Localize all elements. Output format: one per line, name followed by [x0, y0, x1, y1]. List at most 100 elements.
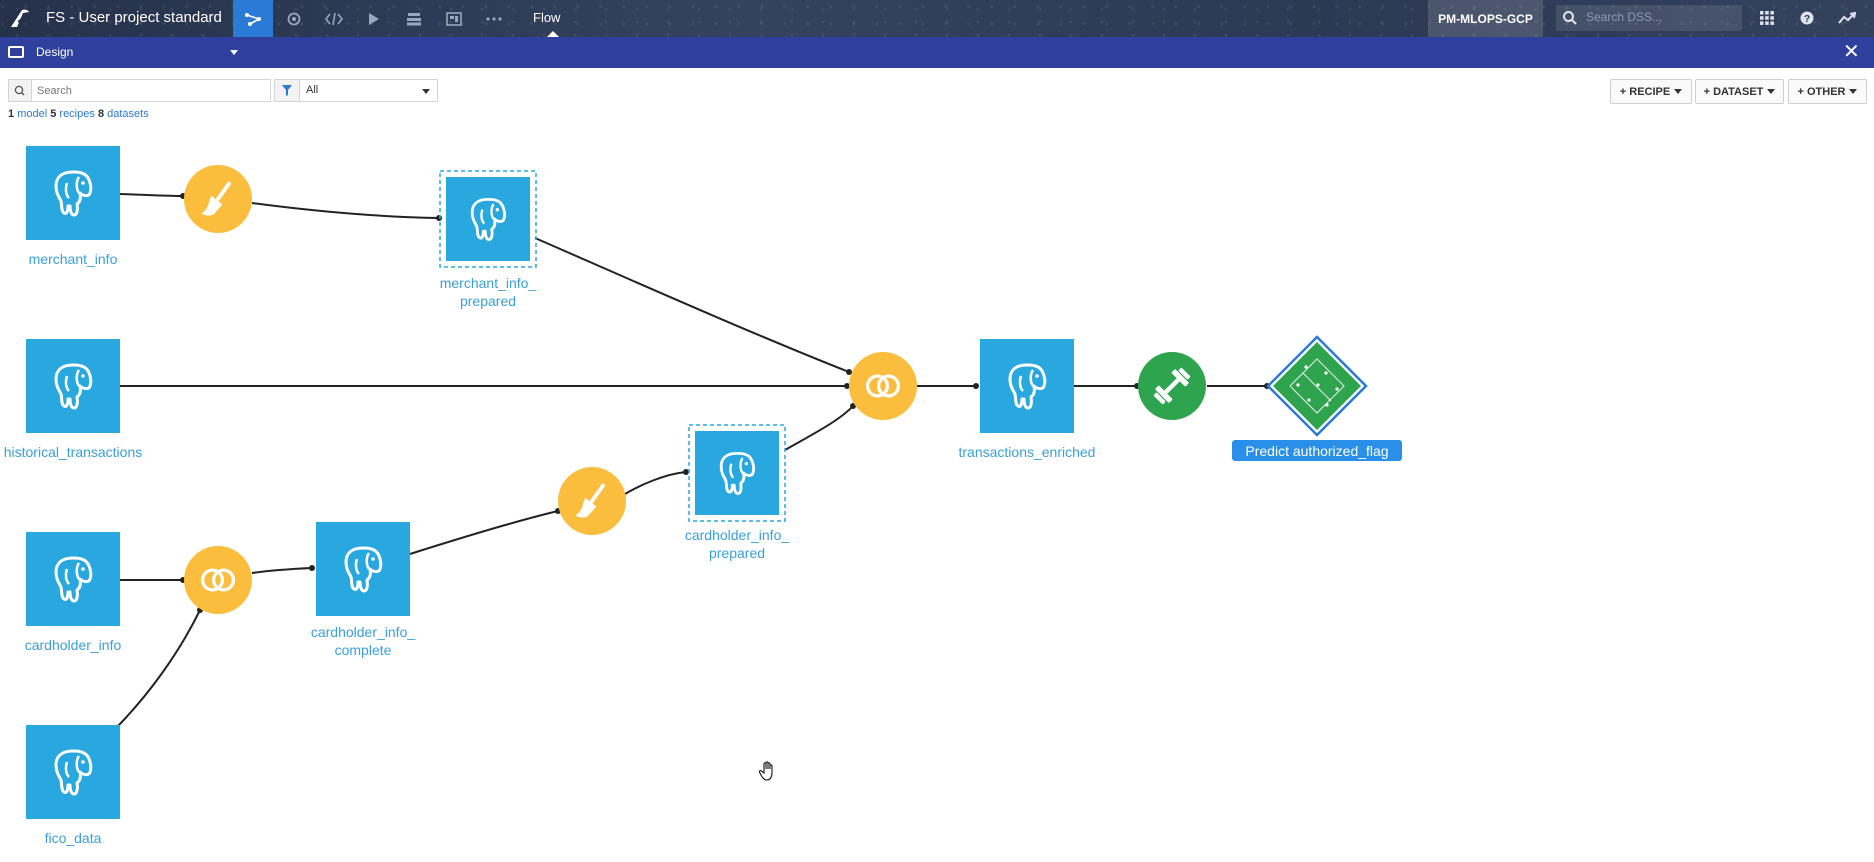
stack-icon[interactable]: [394, 0, 434, 37]
design-view-icon: [8, 46, 24, 58]
models-count: 1: [8, 108, 15, 120]
edge-cardholder-info-prepared-to-join: [784, 405, 854, 451]
design-mode-dropdown-caret-icon[interactable]: [230, 50, 238, 55]
flow-icon[interactable]: [233, 0, 273, 37]
recipe-circle: [184, 546, 252, 614]
dataset-cardholder-info-complete[interactable]: cardholder_info_ complete: [311, 522, 416, 658]
model-field-dots: [1296, 365, 1339, 407]
recipe-prepare-merchant[interactable]: [184, 165, 252, 233]
add-dataset-button[interactable]: + DATASET: [1695, 79, 1784, 104]
dataset-cardholder-info[interactable]: cardholder_info: [25, 532, 122, 653]
dataset-label: cardholder_info_: [311, 624, 416, 640]
dataset-tile: [695, 431, 779, 515]
flow-filter-select[interactable]: All: [274, 79, 438, 102]
recipe-join-transactions[interactable]: [849, 352, 917, 420]
play-icon[interactable]: [354, 0, 394, 37]
flow-canvas[interactable]: merchant_info merchant_info_ prepared hi…: [0, 115, 1874, 862]
chevron-down-icon: [1767, 89, 1776, 94]
add-recipe-label: + RECIPE: [1619, 85, 1671, 98]
edge-prepare-to-merchant-info-prepared: [251, 202, 440, 219]
recipe-join-cardholder[interactable]: [184, 546, 252, 614]
dataset-historical-transactions[interactable]: historical_transactions: [4, 339, 143, 460]
flow-item-counts: 1 model 5 recipes 8 datasets: [8, 108, 149, 120]
svg-text:?: ?: [1804, 14, 1810, 25]
dataset-label: cardholder_info_: [685, 527, 790, 543]
edge-connector-dots: [180, 193, 1270, 613]
dataset-cardholder-info-prepared[interactable]: cardholder_info_ prepared: [685, 424, 790, 561]
project-title[interactable]: FS - User project standard: [46, 9, 222, 26]
connector-dot: [844, 383, 850, 389]
filter-icon: [275, 80, 300, 101]
dataset-fico-data[interactable]: fico_data: [26, 725, 120, 846]
dataset-label-line2: complete: [335, 642, 392, 658]
hand-cursor-icon: [758, 761, 773, 781]
recipes-count: 5: [50, 108, 57, 120]
current-section-caret-icon: [547, 31, 559, 37]
dataset-label-line2: prepared: [460, 293, 516, 309]
dataset-merchant-info-prepared[interactable]: merchant_info_ prepared: [439, 170, 537, 309]
recipes-link[interactable]: recipes: [59, 108, 95, 120]
top-navigation-bar: FS - User project standard Flow PM-MLOPS…: [0, 0, 1874, 37]
recipe-prepare-cardholder[interactable]: [558, 467, 626, 535]
global-search-box[interactable]: Search DSS...: [1556, 5, 1742, 31]
code-icon[interactable]: [314, 0, 354, 37]
connector-dot: [683, 469, 689, 475]
design-context-bar: Design ✕: [0, 37, 1874, 68]
models-link[interactable]: model: [17, 108, 48, 120]
more-icon[interactable]: [474, 0, 514, 37]
dataset-label: transactions_enriched: [959, 444, 1096, 460]
dataset-tile: [980, 339, 1074, 433]
search-icon: [9, 80, 32, 101]
dashboard-icon[interactable]: [434, 0, 474, 37]
refresh-icon[interactable]: [274, 0, 314, 37]
edge-cardholder-info-complete-to-prepare: [409, 510, 559, 555]
help-icon[interactable]: ?: [1794, 6, 1820, 30]
dataset-label: merchant_info_: [440, 275, 537, 291]
instance-name-badge[interactable]: PM-MLOPS-GCP: [1428, 0, 1543, 37]
dataset-label: cardholder_info: [25, 637, 122, 653]
flow-search-input[interactable]: [35, 82, 269, 100]
connector-dot: [436, 215, 442, 221]
add-other-button[interactable]: + OTHER: [1788, 79, 1867, 104]
activity-icon[interactable]: [1834, 6, 1860, 30]
connector-dot: [846, 369, 852, 375]
dataset-tile: [26, 146, 120, 240]
connector-dot: [973, 383, 979, 389]
chevron-down-icon: [1849, 89, 1858, 94]
selection-outline: [439, 170, 537, 268]
datasets-link[interactable]: datasets: [107, 108, 149, 120]
model-field-lines: [1289, 358, 1345, 414]
edge-fico-data-to-join: [117, 609, 201, 727]
selection-outline: [688, 424, 786, 522]
dataiku-bird-logo-icon[interactable]: [8, 6, 32, 30]
global-search-placeholder: Search DSS...: [1586, 10, 1663, 24]
search-icon: [1563, 11, 1577, 25]
model-label-background: [1232, 440, 1402, 461]
dataset-label-line2: prepared: [709, 545, 765, 561]
edge-merchant-info-to-prepare: [119, 193, 184, 197]
dataset-label: historical_transactions: [4, 444, 143, 460]
chevron-down-icon: [422, 89, 430, 94]
dataset-tile: [316, 522, 410, 616]
dataset-label: merchant_info: [29, 251, 118, 267]
filter-selected-value: All: [306, 84, 319, 96]
edge-merchant-info-prepared-to-join: [534, 237, 850, 373]
dataset-tile: [26, 339, 120, 433]
saved-model-predict-authorized-flag[interactable]: Predict authorized_flag: [1232, 335, 1402, 461]
add-dataset-label: + DATASET: [1703, 85, 1764, 98]
datasets-count: 8: [97, 108, 105, 120]
recipe-train-model[interactable]: [1138, 352, 1206, 420]
dataset-transactions-enriched[interactable]: transactions_enriched: [959, 339, 1096, 460]
dataset-merchant-info[interactable]: merchant_info: [26, 146, 120, 267]
current-section-label: Flow: [533, 10, 561, 25]
design-mode-label[interactable]: Design: [36, 45, 74, 59]
dataset-tile: [26, 532, 120, 626]
close-icon[interactable]: ✕: [1843, 41, 1860, 63]
dataset-label: fico_data: [45, 830, 102, 846]
recipe-circle: [849, 352, 917, 420]
add-recipe-button[interactable]: + RECIPE: [1610, 79, 1692, 104]
apps-grid-icon[interactable]: [1754, 6, 1780, 30]
dataset-tile: [26, 725, 120, 819]
model-label: Predict authorized_flag: [1245, 443, 1388, 459]
dataset-tile: [446, 177, 530, 261]
